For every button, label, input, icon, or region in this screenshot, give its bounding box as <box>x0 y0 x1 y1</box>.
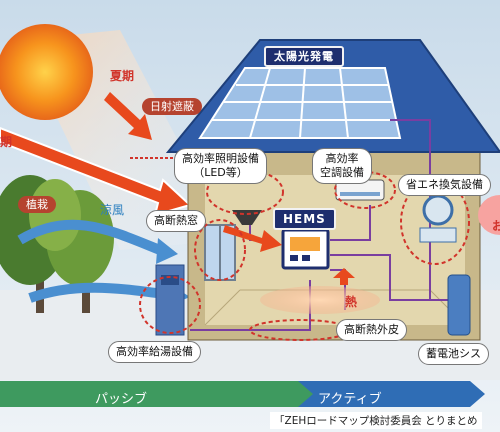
heat-arrow-icon <box>333 268 355 285</box>
label-hems: HEMS <box>273 208 336 230</box>
label-high-efficiency-ac: 高効率 空調設備 <box>312 148 372 184</box>
source-caption: 「ZEHロードマップ検討委員会 とりまとめ <box>270 412 482 429</box>
label-storage-battery: 蓄電池シス <box>418 343 489 365</box>
label-summer: 夏期 <box>110 69 135 83</box>
label-planting: 植栽 <box>18 196 56 213</box>
label-high-insulation-window: 高断熱窓 <box>146 210 206 232</box>
label-winter-partial: 期 <box>0 135 13 149</box>
band-passive-label: パッシブ <box>95 392 148 407</box>
label-heat: 熱 <box>345 295 358 309</box>
band-active-label: アクティブ <box>318 392 382 407</box>
label-high-insulation-envelope: 高断熱外皮 <box>336 319 407 341</box>
label-energy-saving-ventilation: 省エネ換気設備 <box>398 174 491 196</box>
hems-arrow-icon <box>223 225 282 252</box>
floor-heat <box>260 286 380 314</box>
passive-band <box>0 381 318 407</box>
summer-sun-arrow-icon <box>104 92 152 140</box>
label-high-efficiency-lighting: 高効率照明設備 （LED等） <box>174 148 267 184</box>
breeze-arrow-icon <box>17 219 162 255</box>
sun-icon <box>0 24 93 120</box>
label-cool-breeze: 涼風 <box>100 203 125 217</box>
label-high-efficiency-water-heater: 高効率給湯設備 <box>108 341 201 363</box>
label-sun-shading: 日射遮蔽 <box>142 98 202 115</box>
active-band <box>298 381 485 407</box>
label-right-edge-partial: お <box>492 219 500 233</box>
label-solar-power: 太陽光発電 <box>264 46 344 67</box>
